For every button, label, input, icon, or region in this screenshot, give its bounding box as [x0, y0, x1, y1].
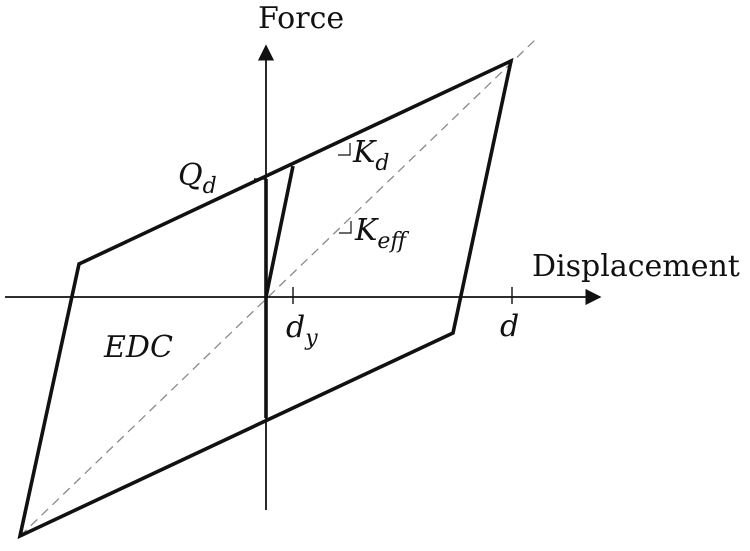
keff-label: Keff — [354, 213, 409, 254]
keff-slope-symbol — [339, 221, 352, 234]
kd-slope-symbol — [338, 143, 351, 156]
edc-label: EDC — [103, 330, 173, 365]
initial-loading-path — [264, 165, 295, 298]
x-axis-label: Displacement — [532, 249, 740, 284]
hysteresis-loop — [17, 57, 514, 540]
effective-stiffness-dashed-line — [19, 39, 536, 537]
y-axis-label: Force — [258, 1, 344, 36]
qd-label: Qd — [178, 158, 217, 199]
dy-label: dy — [286, 310, 318, 351]
kd-label: Kd — [352, 135, 390, 176]
d-label: d — [500, 309, 519, 344]
